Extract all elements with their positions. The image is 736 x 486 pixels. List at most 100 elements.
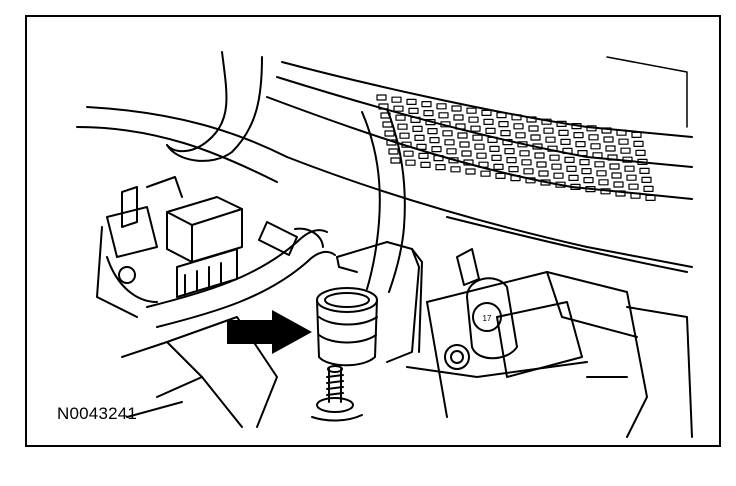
grille-slot [463, 159, 474, 166]
grille-slot [616, 129, 627, 136]
grille-slot [483, 118, 494, 126]
grille-slot [425, 118, 436, 126]
grille-slot [581, 168, 592, 175]
grille-slot [513, 123, 524, 130]
grille-slot [388, 148, 399, 155]
grille-slot [637, 158, 648, 165]
mounting-boot [336, 241, 423, 363]
grille-slot [543, 127, 554, 134]
grille-slot [609, 163, 620, 170]
cowl-panel [76, 56, 693, 273]
grille-slot [596, 170, 607, 177]
grille-slot [427, 127, 438, 135]
grille-slot [611, 172, 622, 179]
grille-slot [600, 188, 611, 195]
grille-slot [453, 114, 464, 121]
arrow-right-icon [227, 310, 312, 354]
grille-slot [641, 176, 652, 183]
grille-slot [459, 141, 470, 148]
grille-slot [448, 157, 459, 164]
grille-slot [474, 143, 485, 150]
grille-slot [540, 179, 551, 186]
grille-slot [613, 181, 624, 188]
grille-slot [399, 132, 410, 139]
grille-slot [476, 152, 487, 159]
grille-slot [555, 181, 566, 188]
grille-slot [549, 154, 560, 161]
grille-slot [575, 140, 586, 148]
grille-slot [485, 127, 496, 135]
grille-slot [446, 148, 457, 155]
grille-slot [438, 112, 449, 119]
grille-slot [410, 116, 421, 124]
grille-slot [558, 129, 569, 137]
grille-slot [568, 174, 579, 181]
grille-slot [573, 131, 584, 139]
grille-slot [598, 179, 609, 186]
grille-slot [435, 164, 446, 171]
lower-hose [146, 221, 336, 328]
grille-slot [496, 111, 507, 119]
grille-slot [605, 145, 616, 152]
grille-slot [515, 132, 526, 139]
grille-slot [442, 130, 453, 137]
grille-slot [630, 192, 641, 199]
grille-slot [645, 194, 656, 201]
grille-slot [545, 136, 556, 143]
grille-slot [408, 107, 419, 115]
grille-slot [416, 143, 427, 151]
grille-slot [414, 134, 425, 142]
grille-slot [429, 136, 440, 144]
grille-slot [461, 150, 472, 157]
grille-slot [639, 167, 650, 174]
grille-slot [603, 136, 614, 143]
grille-slot [504, 148, 515, 155]
grille-slot [562, 147, 573, 154]
grille-slot [628, 183, 639, 190]
grille-slot [586, 125, 597, 132]
stud-bolt [311, 365, 363, 422]
grille-slot [478, 161, 489, 168]
grille-slot [530, 134, 541, 141]
grille-slot [590, 143, 601, 150]
grille-slot [412, 125, 423, 133]
grille-slot [523, 168, 534, 175]
grille-slot [457, 132, 468, 139]
upper-hose [166, 51, 263, 162]
grille-slot [472, 134, 483, 141]
grille-slot [601, 127, 612, 134]
grille-slot [436, 103, 447, 110]
grille-slot [517, 141, 528, 148]
vacuum-tube [361, 108, 406, 293]
grille-slot [450, 166, 461, 173]
grille-slot [397, 123, 408, 130]
grille-slot [508, 166, 519, 173]
grille-slot [498, 120, 509, 128]
grille-slot [571, 122, 582, 130]
grille-slot [588, 134, 599, 141]
grille-slot [403, 150, 414, 157]
grille-slot [570, 183, 581, 190]
part-marking: 17 [483, 314, 492, 323]
grille-slot [495, 172, 506, 179]
grille-slot [620, 147, 631, 154]
grille-slot [585, 186, 596, 193]
grille-slot [481, 109, 492, 117]
grille-slot [391, 96, 402, 103]
grille-slot [626, 174, 637, 181]
grille-slot [566, 165, 577, 172]
grille-slot [487, 136, 498, 144]
grille-slot [376, 94, 387, 101]
grille-slot [536, 161, 547, 168]
grille-slot [526, 116, 537, 123]
grille-slot [406, 98, 417, 106]
cowl-grille [376, 94, 656, 201]
grille-slot [386, 139, 397, 146]
grille-slot [420, 161, 431, 168]
grille-slot [607, 154, 618, 161]
grille-slot [519, 150, 530, 157]
engine-bay-illustration: 17 [76, 51, 693, 438]
grille-slot [633, 140, 644, 148]
grille-slot [444, 139, 455, 146]
grille-slot [510, 175, 521, 182]
